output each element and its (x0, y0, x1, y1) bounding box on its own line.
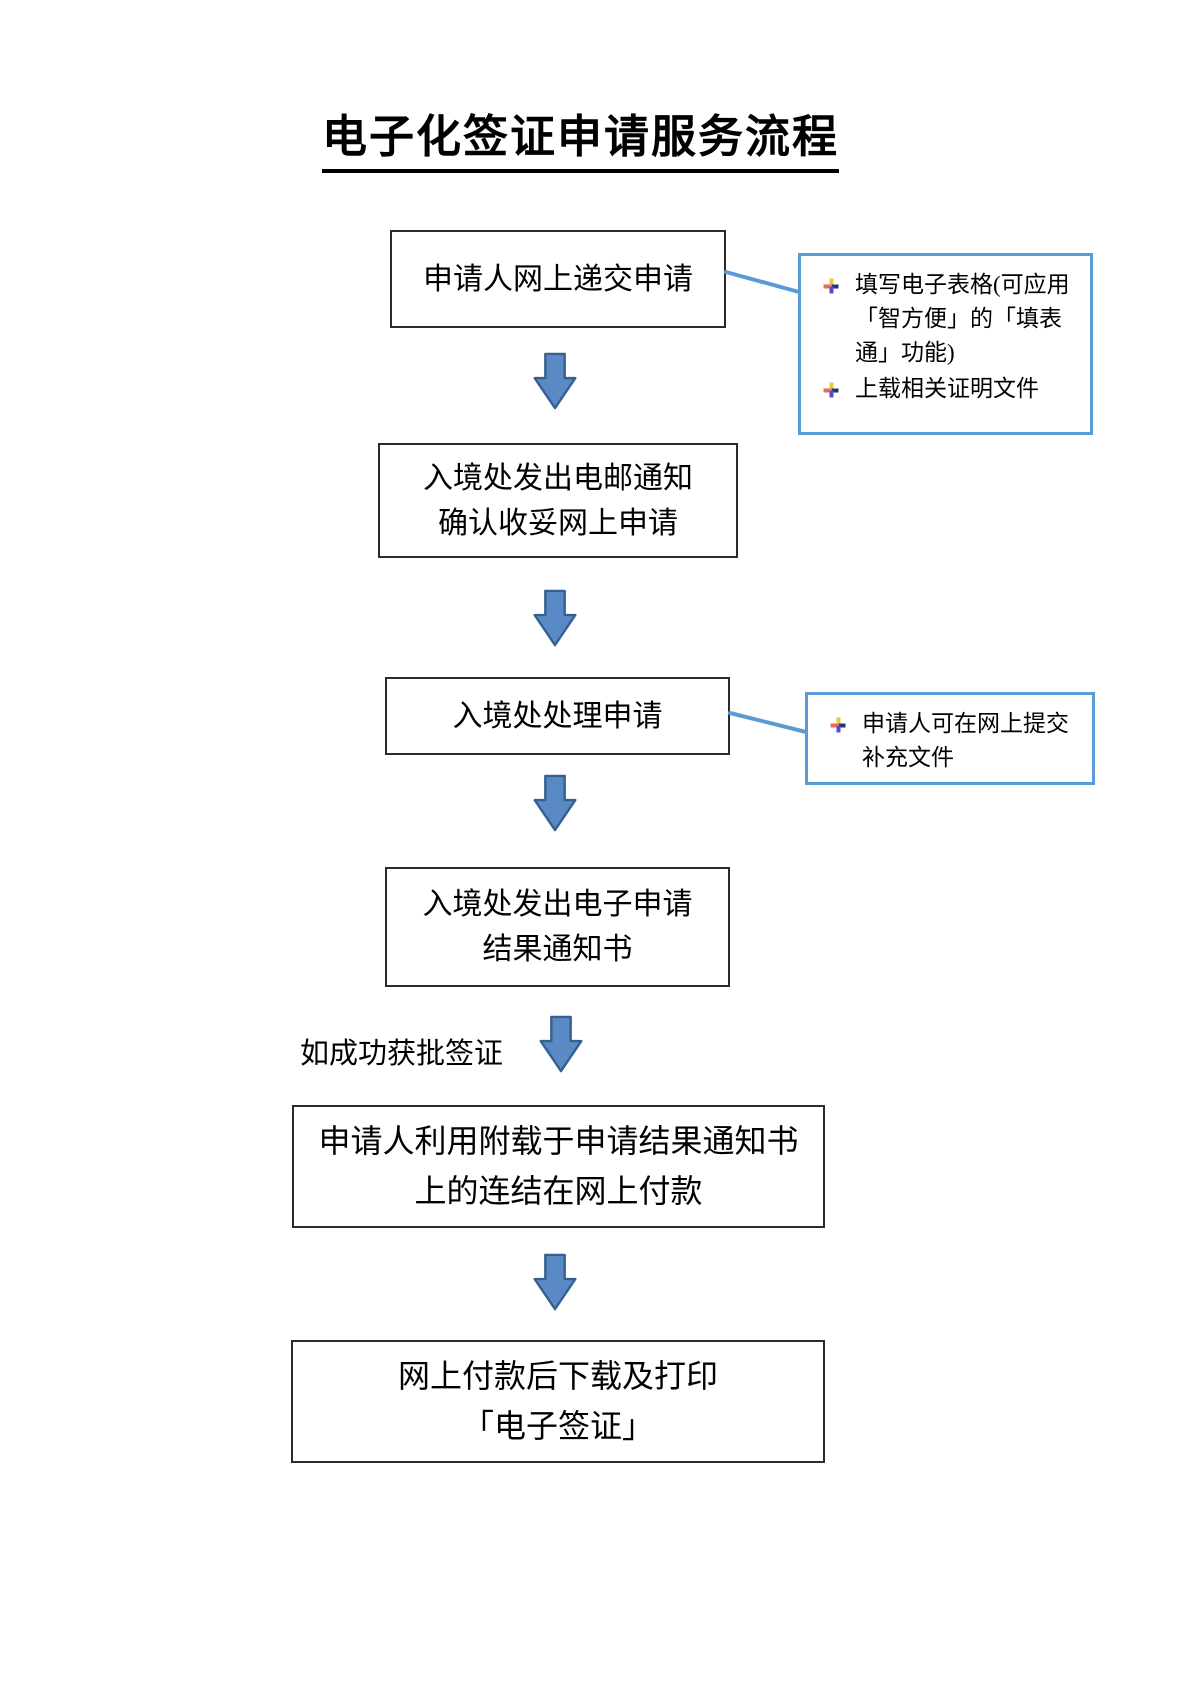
down-arrow-icon (539, 1015, 583, 1073)
callout-connector-line (728, 711, 808, 734)
flow-step-submit-online: 申请人网上递交申请 (390, 230, 726, 328)
colored-bullet-icon (823, 382, 839, 398)
step-label: 申请人利用附载于申请结果通知书 (318, 1122, 799, 1159)
down-arrow-icon (533, 774, 577, 832)
step-label: 上的连结在网上付款 (414, 1172, 703, 1209)
callout-text: 申请人可在网上提交补充文件 (862, 711, 1069, 770)
callout-connector-line (724, 270, 801, 294)
step-label: 结果通知书 (482, 933, 633, 966)
branch-condition-label: 如成功获批签证 (300, 1038, 504, 1070)
page-title: 电子化签证申请服务流程 (322, 100, 840, 173)
callout-text: 上载相关证明文件 (855, 376, 1039, 401)
flow-step-download-evisa: 网上付款后下载及打印 「电子签证」 (291, 1340, 825, 1463)
down-arrow-icon (533, 1253, 577, 1311)
callout-item: 上载相关证明文件 (821, 372, 1074, 406)
down-arrow-icon (533, 352, 577, 410)
flow-step-result-notification: 入境处发出电子申请 结果通知书 (385, 867, 730, 987)
flow-step-online-payment: 申请人利用附载于申请结果通知书 上的连结在网上付款 (292, 1105, 825, 1228)
step-label: 「电子签证」 (461, 1407, 654, 1444)
colored-bullet-icon (823, 278, 839, 294)
step-label: 入境处发出电邮通知 (423, 461, 693, 495)
step-label: 申请人网上递交申请 (423, 262, 693, 296)
step-label: 确认收妥网上申请 (438, 506, 678, 540)
colored-bullet-icon (830, 717, 846, 733)
step-label: 入境处发出电子申请 (422, 888, 693, 921)
step-label: 网上付款后下载及打印 (397, 1357, 718, 1394)
step-label: 入境处处理申请 (452, 699, 663, 733)
down-arrow-icon (533, 589, 577, 647)
callout-item: 申请人可在网上提交补充文件 (828, 707, 1076, 775)
callout-fill-eform: 填写电子表格(可应用「智方便」的「填表通」功能) 上载相关证明文件 (798, 253, 1093, 435)
callout-item: 填写电子表格(可应用「智方便」的「填表通」功能) (821, 268, 1074, 370)
callout-supplementary-docs: 申请人可在网上提交补充文件 (805, 692, 1095, 785)
callout-text: 填写电子表格(可应用「智方便」的「填表通」功能) (855, 272, 1070, 365)
flow-step-email-confirmation: 入境处发出电邮通知 确认收妥网上申请 (378, 443, 738, 558)
flow-step-processing: 入境处处理申请 (385, 677, 730, 755)
